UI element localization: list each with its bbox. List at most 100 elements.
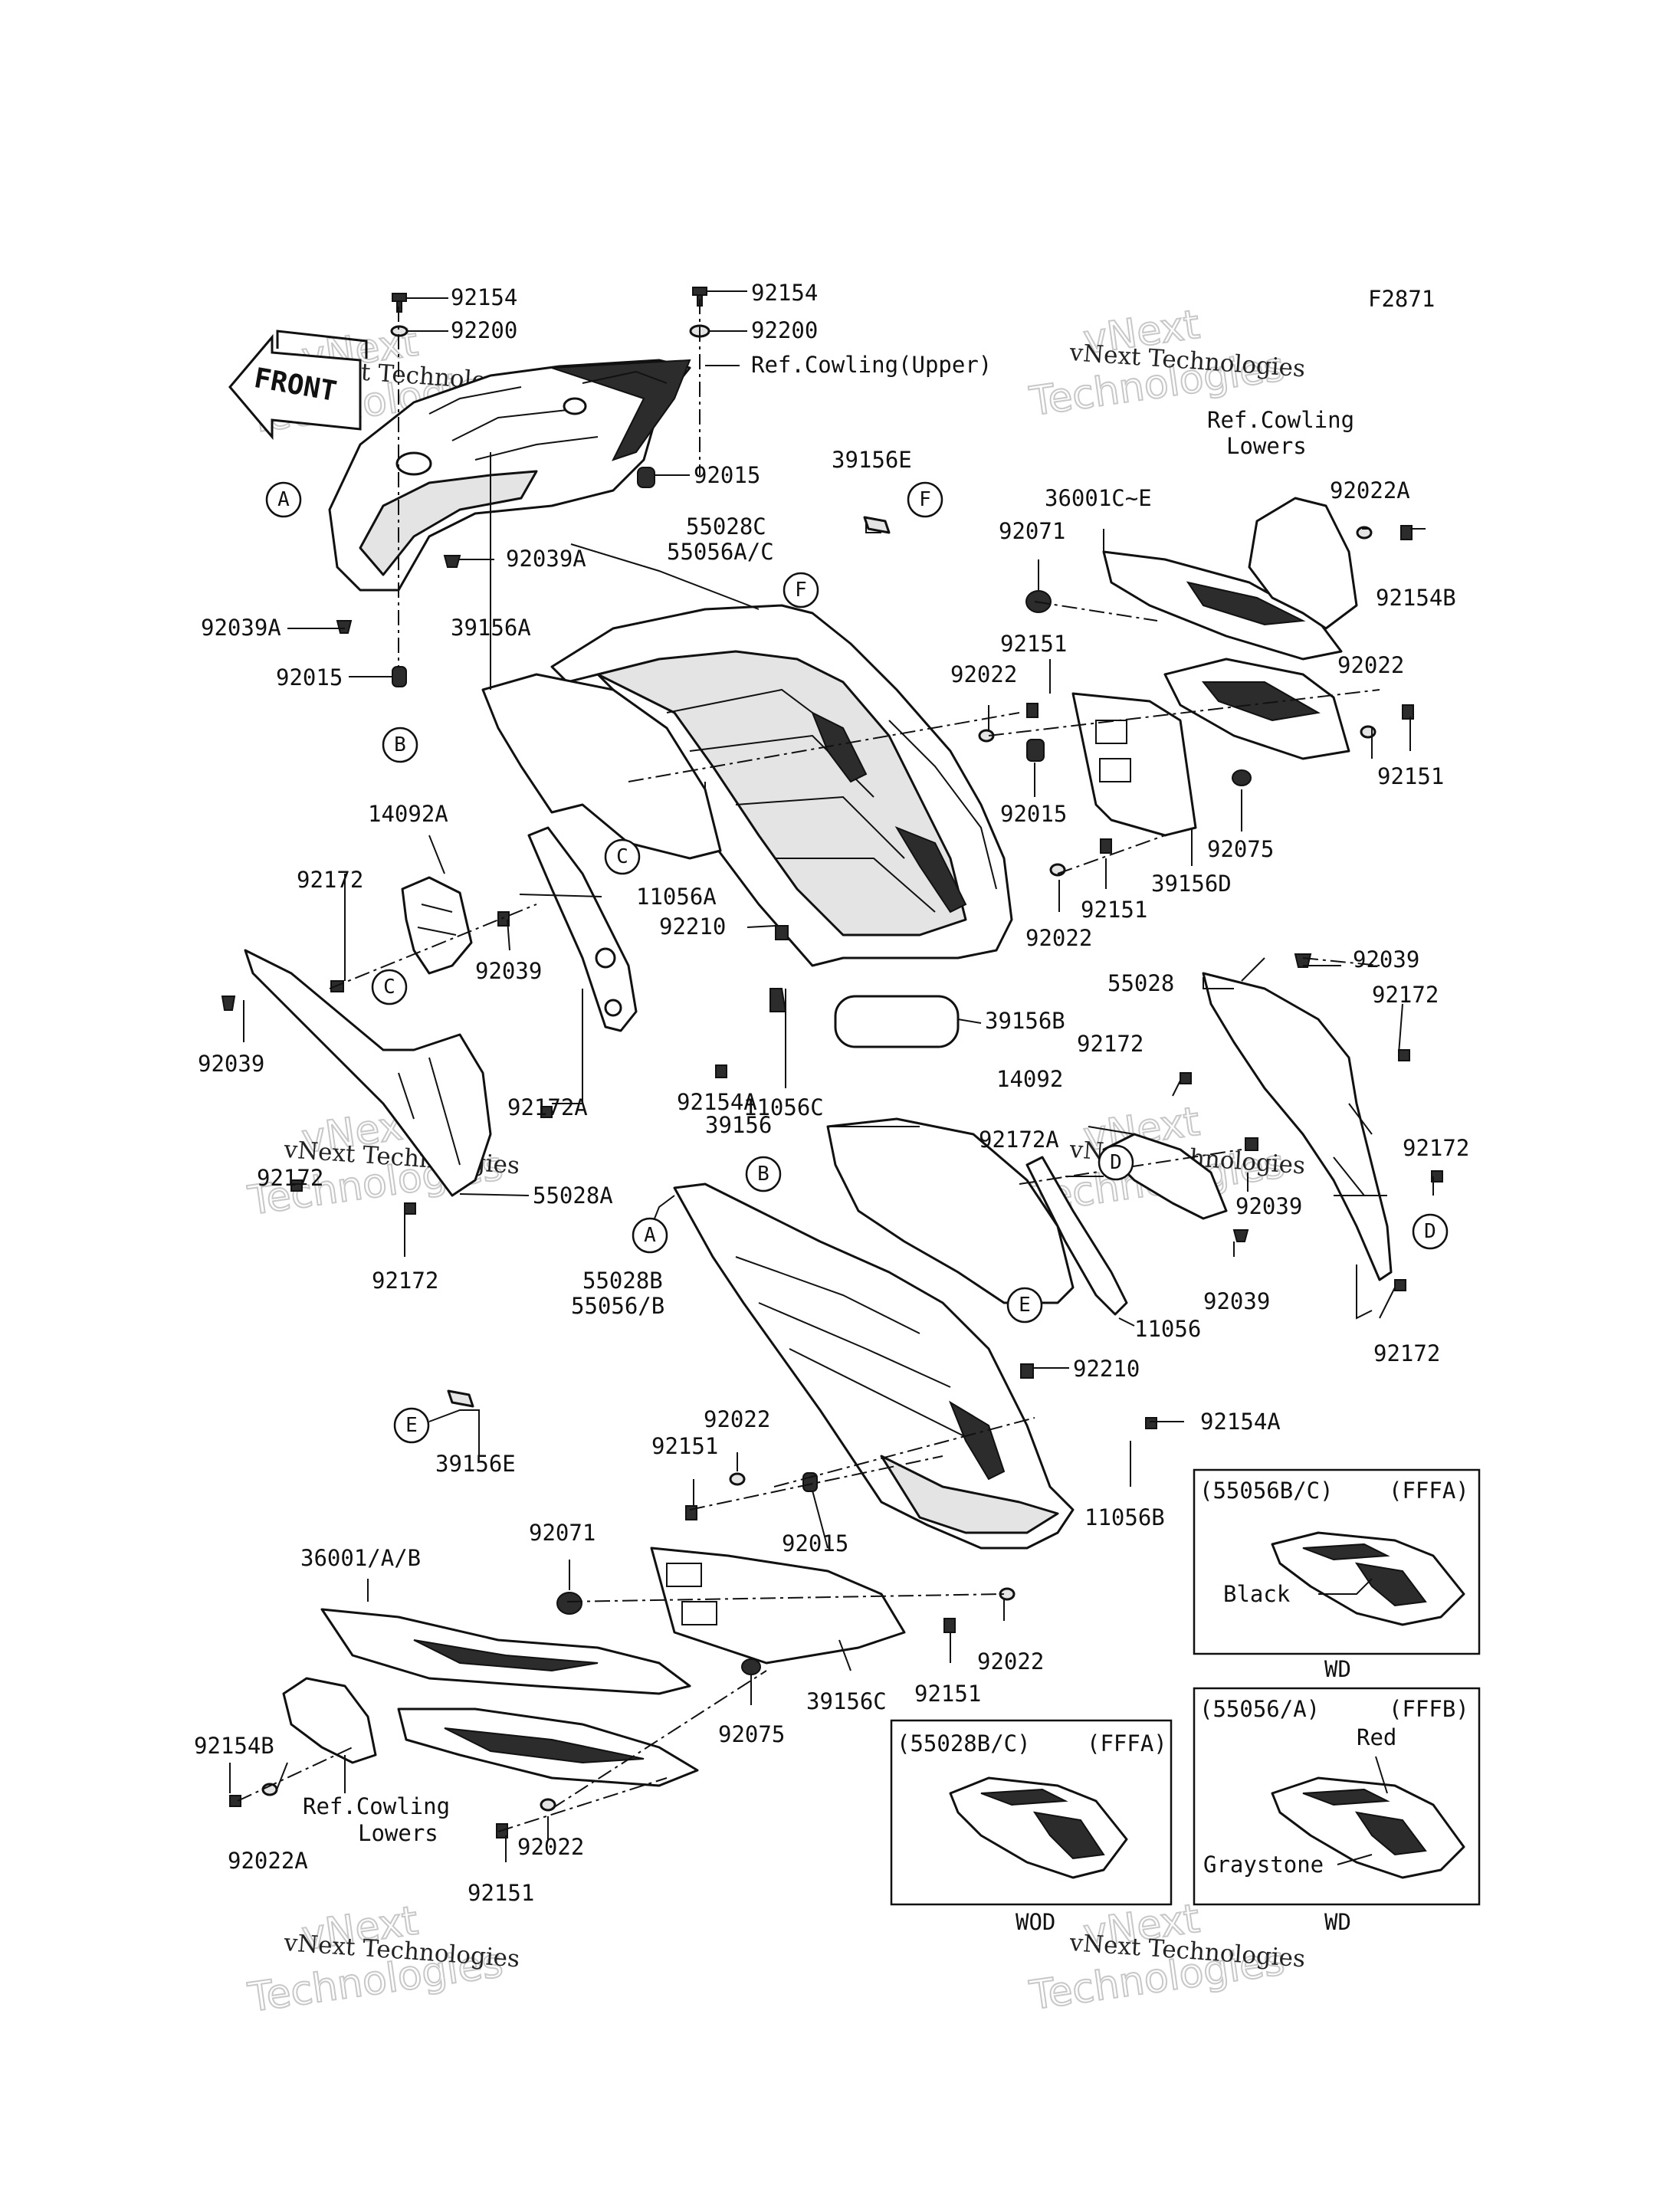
label-92022: 92022	[1025, 925, 1092, 951]
label-92039A: 92039A	[506, 546, 586, 572]
label-14092: 14092	[996, 1066, 1063, 1092]
pad-39156B	[834, 995, 960, 1048]
callout-c-2: C	[383, 976, 395, 999]
label-39156A: 39156A	[451, 615, 531, 641]
variant-code: (FFFA)	[1389, 1478, 1469, 1504]
variant-color-black: Black	[1223, 1581, 1291, 1607]
label-39156D: 39156D	[1151, 871, 1232, 897]
label-92151: 92151	[1377, 763, 1444, 789]
cowling-lowers-ref-bottom	[282, 1677, 377, 1764]
variant-color-graystone: Graystone	[1203, 1852, 1324, 1878]
label-55056-B: 55056/B	[571, 1293, 664, 1319]
label-92172A: 92172A	[507, 1094, 588, 1120]
callout-e-2: E	[405, 1414, 418, 1437]
callout-f-1: F	[919, 488, 931, 511]
label-92172: 92172	[372, 1268, 438, 1294]
label-36001-A-B: 36001/A/B	[300, 1545, 421, 1571]
label-ref-cowling-lowers: Lowers	[1226, 433, 1307, 459]
label-92154B: 92154B	[194, 1733, 274, 1759]
callout-d-1: D	[1110, 1151, 1122, 1174]
variant-box-55056BC: (55056B/C) (FFFA) Black WD	[1193, 1468, 1481, 1682]
pad-39156A	[481, 673, 722, 860]
inner-panel-55028A	[244, 949, 492, 1197]
label-92151: 92151	[1000, 631, 1067, 657]
label-92039: 92039	[475, 958, 542, 984]
label-92022: 92022	[950, 661, 1017, 687]
variant-title: (55056B/C)	[1199, 1478, 1334, 1504]
label-92039: 92039	[1353, 946, 1419, 973]
callout-f-2: F	[795, 579, 807, 602]
label-92022: 92022	[1337, 652, 1404, 678]
label-39156B: 39156B	[985, 1008, 1065, 1034]
leader-lines	[229, 290, 1434, 1862]
label-92154: 92154	[751, 280, 818, 306]
variant-box-55028BC: (55028B/C) (FFFA) WOD	[890, 1719, 1173, 1935]
tag-39156E-bottom	[447, 1389, 474, 1408]
label-39156E: 39156E	[832, 447, 912, 473]
label-39156E: 39156E	[435, 1451, 516, 1477]
label-55028C: 55028C	[686, 513, 766, 540]
figure-code: F2871	[1368, 286, 1435, 312]
label-92022A: 92022A	[228, 1848, 308, 1874]
label-92172: 92172	[1403, 1135, 1469, 1161]
label-92071: 92071	[529, 1520, 596, 1546]
label-92015: 92015	[782, 1530, 848, 1556]
label-92022: 92022	[977, 1648, 1044, 1675]
variant-title: (55028B/C)	[897, 1730, 1031, 1757]
inner-upper-cowl	[328, 359, 691, 592]
callout-e-1: E	[1019, 1294, 1031, 1317]
label-92172: 92172	[1373, 1340, 1440, 1366]
label-92022: 92022	[517, 1834, 584, 1860]
pad-39156D	[1071, 692, 1197, 837]
label-92151: 92151	[651, 1433, 718, 1459]
label-92172A: 92172A	[979, 1127, 1059, 1153]
label-92200: 92200	[751, 317, 818, 343]
label-92015: 92015	[694, 462, 760, 488]
variant-footer: WD	[1324, 1656, 1351, 1682]
variant-color-red: Red	[1357, 1724, 1396, 1750]
label-92022: 92022	[704, 1406, 770, 1432]
label-92015: 92015	[1000, 801, 1067, 827]
duct-36001C-E	[1102, 550, 1350, 760]
label-36001C-E: 36001C~E	[1045, 485, 1152, 511]
label-92210: 92210	[1073, 1356, 1140, 1382]
label-92071: 92071	[999, 518, 1065, 544]
callout-c-1: C	[616, 845, 628, 868]
label-92151: 92151	[1081, 897, 1147, 923]
variant-code: (FFFA)	[1087, 1730, 1167, 1757]
label-55028B: 55028B	[582, 1268, 663, 1294]
label-92022A: 92022A	[1330, 477, 1410, 504]
cowling-lowers-ref-top	[1248, 497, 1358, 630]
pad-39156	[826, 1117, 1075, 1304]
inner-panel-55028	[1202, 972, 1393, 1281]
tag-39156E-top	[863, 516, 891, 534]
label-11056C: 11056C	[743, 1094, 824, 1120]
label-ref-cowling-upper: Ref.Cowling(Upper)	[751, 352, 992, 378]
upper-fairing-right	[550, 604, 1013, 967]
variant-footer: WD	[1324, 1909, 1351, 1935]
label-92210: 92210	[659, 914, 726, 940]
label-92172: 92172	[297, 867, 363, 893]
label-92151: 92151	[914, 1681, 981, 1707]
callout-a-2: A	[644, 1224, 656, 1247]
callouts: A B F F C C B A D D E E	[265, 481, 1449, 1444]
label-92039A: 92039A	[201, 615, 281, 641]
callout-b-1: B	[394, 733, 406, 756]
label-ref-cowling-lowers: Lowers	[358, 1820, 438, 1846]
pad-39156C	[650, 1547, 906, 1665]
callout-b-2: B	[757, 1163, 769, 1186]
label-55028: 55028	[1107, 970, 1174, 996]
label-11056A: 11056A	[636, 884, 717, 910]
duct-36001-A-B	[320, 1608, 699, 1787]
label-55056A-C: 55056A/C	[667, 539, 774, 565]
variant-box-55056A: (55056/A) (FFFB) Red Graystone WD	[1193, 1687, 1481, 1935]
label-92154: 92154	[451, 284, 517, 310]
front-arrow: FRONT	[228, 330, 368, 441]
callout-d-2: D	[1424, 1220, 1436, 1243]
label-92154A: 92154A	[1200, 1409, 1281, 1435]
label-11056B: 11056B	[1084, 1504, 1165, 1530]
label-ref-cowling-lowers: Ref.Cowling	[1207, 407, 1354, 433]
bracket-14092	[1102, 1133, 1228, 1220]
bracket-11056A	[527, 826, 638, 1032]
